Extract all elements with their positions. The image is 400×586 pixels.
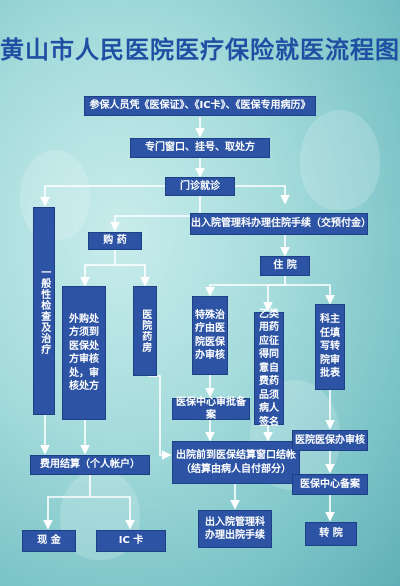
tulip-decoration: [300, 110, 380, 210]
insured-documents-step: 参保人员凭《医保证》、《IC卡》、《医保专用病历》: [84, 96, 316, 116]
fee-settlement-step: 费用结算（个人帐户）: [30, 455, 150, 475]
hospitalization-step: 住 院: [260, 256, 310, 276]
special-treatment-review-step: 特殊治疗由医院医保办审核: [192, 296, 228, 375]
cash-payment-step: 现 金: [22, 530, 76, 552]
hospital-transfer-step: 转 院: [305, 522, 357, 546]
outpatient-visit-step: 门诊就诊: [165, 177, 235, 196]
transfer-approval-form-step: 科主任填写转院审批表: [315, 304, 345, 390]
buy-medicine-step: 购 药: [88, 232, 142, 250]
hospital-pharmacy-step: 医院药房: [133, 286, 157, 376]
insurance-center-approval-step: 医保中心审批备案: [172, 397, 250, 421]
tulip-decoration: [20, 150, 90, 240]
page-title: 黄山市人民医院医疗保险就医流程图: [0, 36, 400, 64]
general-exam-treatment-step: 一般性检查及治疗: [33, 207, 55, 415]
external-prescription-review-step: 外购处方须到医保处方审核处，审核处方: [62, 286, 106, 420]
registration-window-step: 专门窗口、挂号、取处方: [130, 138, 270, 158]
insurance-center-record-step: 医保中心备案: [292, 474, 368, 495]
discharge-procedures-step: 出入院管理科办理出院手续: [198, 510, 272, 548]
ic-card-payment-step: IC 卡: [96, 530, 166, 552]
class-b-drug-consent-step: 乙类用药应征得同意自费药品须病人签名: [254, 309, 284, 428]
admission-procedures-step: 出入院管理科办理住院手续（交预付金）: [190, 213, 371, 235]
discharge-settlement-step: 出院前到医保结算窗口结帐（结算由病人自付部分）: [172, 441, 300, 484]
hospital-insurance-review-step: 医院医保办审核: [292, 430, 368, 451]
